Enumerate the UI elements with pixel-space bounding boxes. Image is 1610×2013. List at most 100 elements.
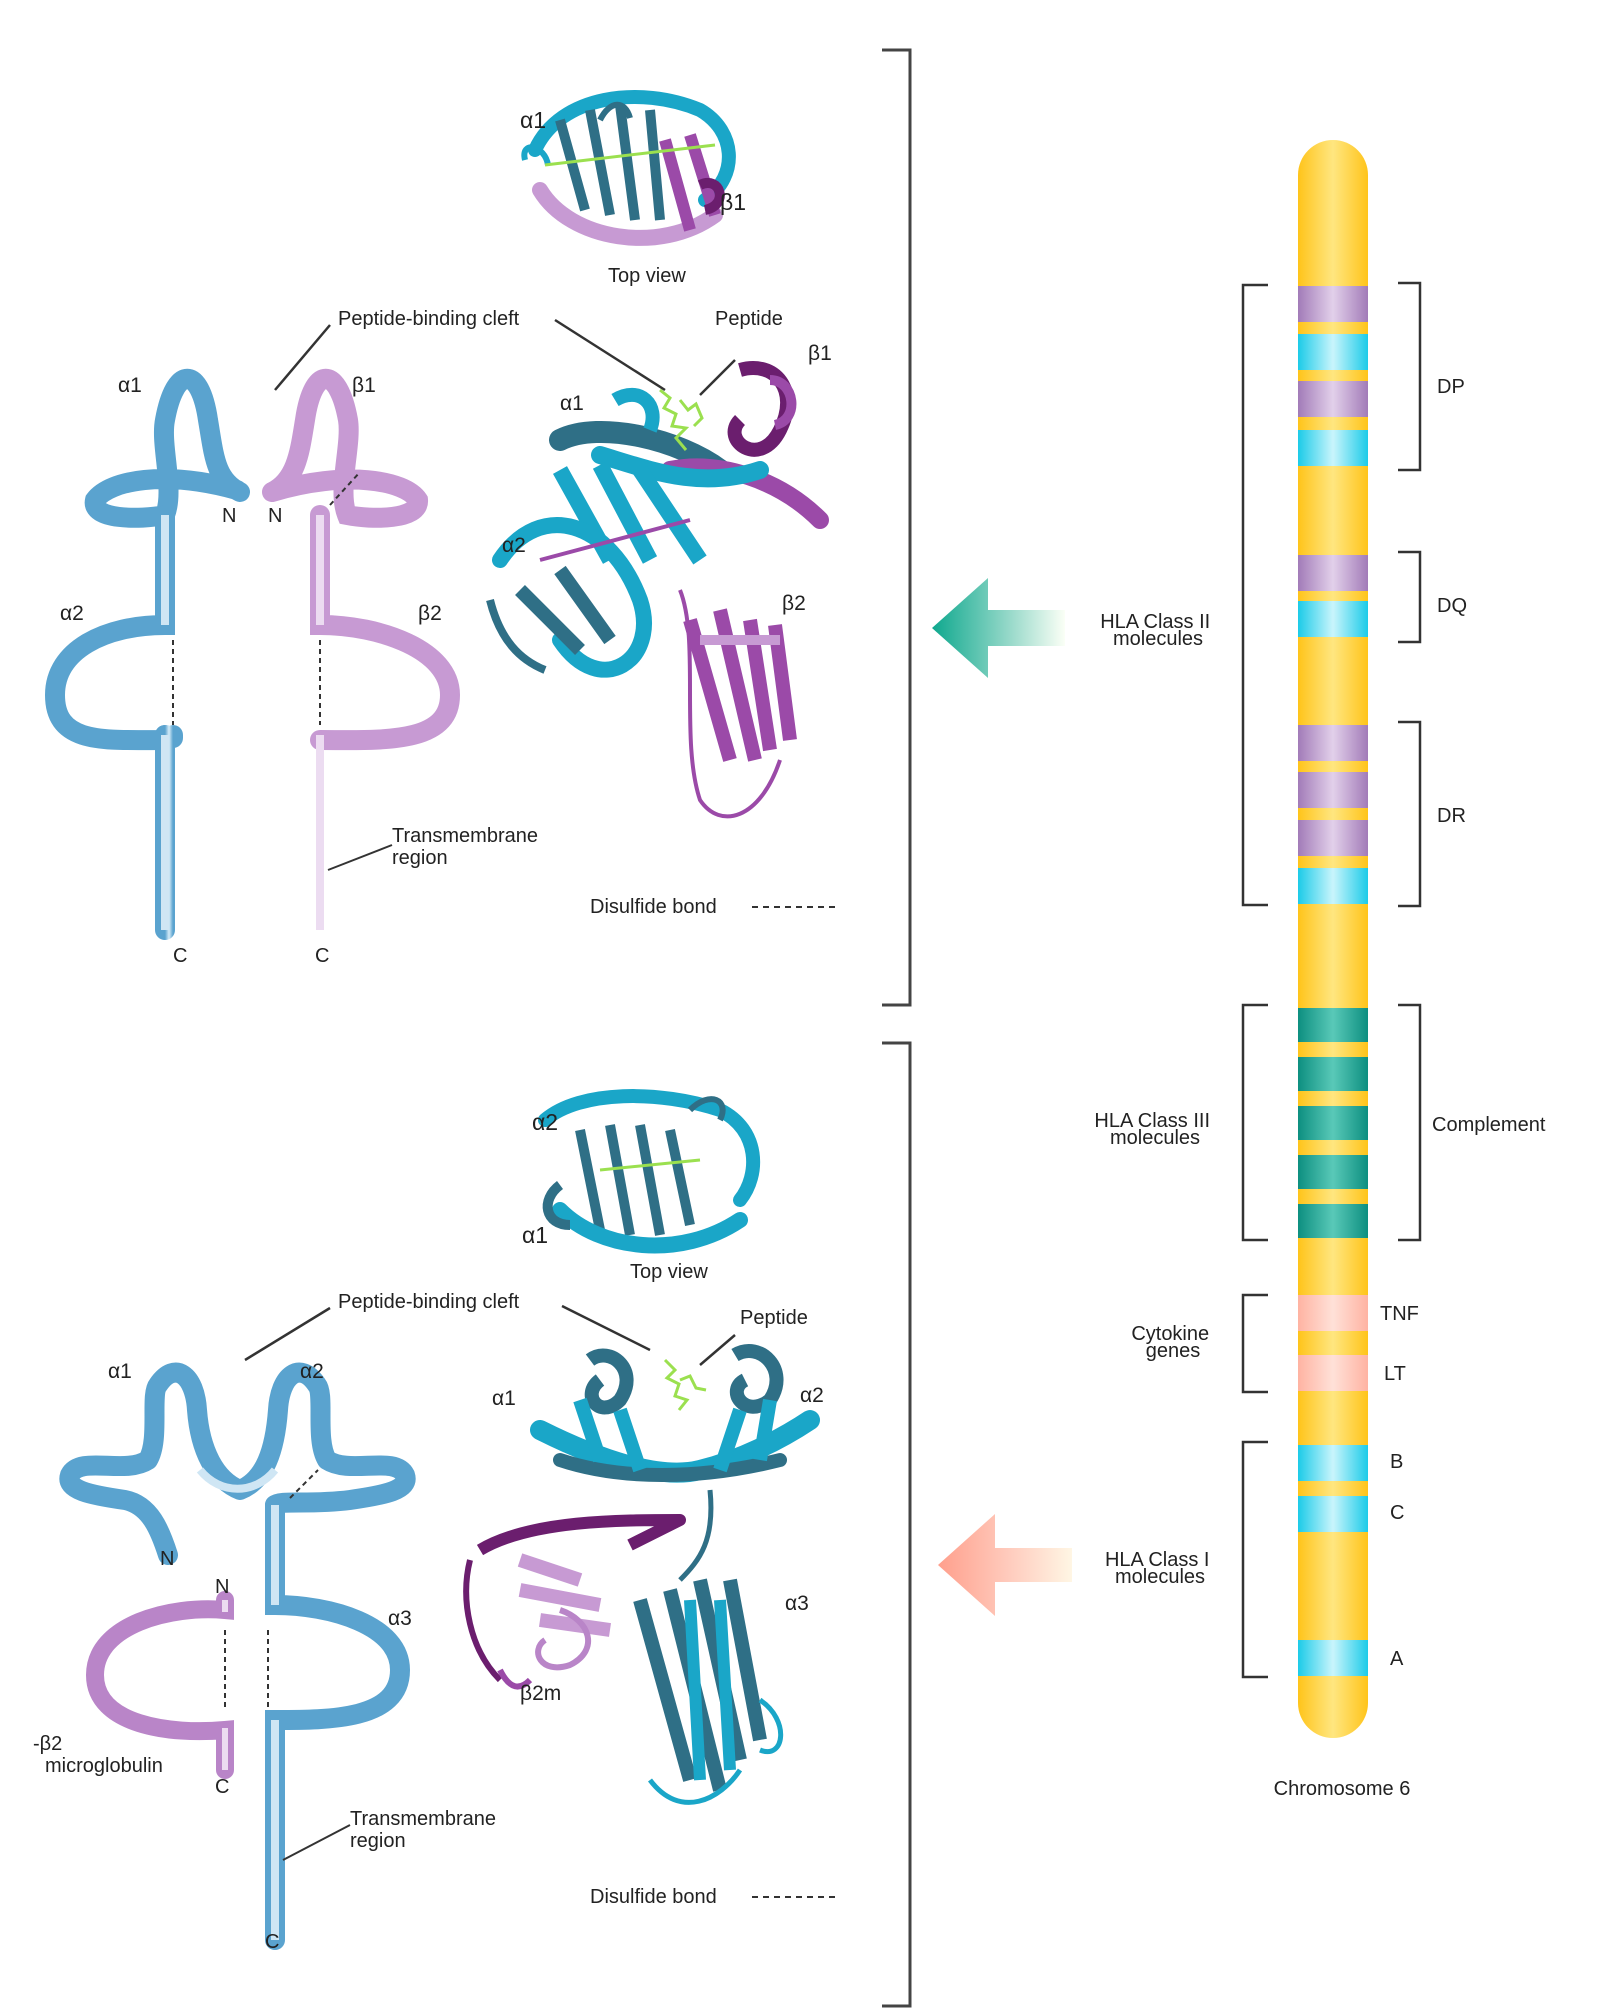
- class1-region-bracket: [1241, 1440, 1268, 1679]
- chromosome-6: [1298, 140, 1368, 1738]
- chromosome-caption: Chromosome 6: [1274, 1778, 1411, 1800]
- class2-beta-chain-schematic: [262, 369, 461, 940]
- class1-cleft-label: Peptide-binding cleft: [338, 1291, 520, 1313]
- class2-region-label: HLA Class II molecules: [1100, 611, 1216, 650]
- class1-disulfide-lines: [224, 1469, 319, 1710]
- band-dp-1: [1298, 286, 1368, 322]
- class3-region-bracket: [1241, 1003, 1268, 1242]
- band-b: [1298, 1445, 1368, 1481]
- band-dq-1: [1298, 555, 1368, 591]
- band-lt: [1298, 1355, 1368, 1391]
- class1-disulfide-legend-label: Disulfide bond: [590, 1886, 717, 1908]
- class2-ribbon-alpha1-label: α1: [560, 392, 584, 415]
- complement-bracket: [1398, 1003, 1422, 1242]
- class1-schematic-alpha2-label: α2: [300, 1360, 324, 1383]
- class2-cleft-label: Peptide-binding cleft: [338, 308, 520, 330]
- class1-schematic-alpha3-label: α3: [388, 1607, 412, 1630]
- class2-schematic-alpha1-label: α1: [118, 374, 142, 397]
- dq-bracket: [1398, 550, 1422, 644]
- class2-transmembrane-leader: [327, 844, 393, 871]
- class1-b2m-label: -β2 microglobulin: [33, 1733, 163, 1777]
- class1-top-view-structure: [538, 1089, 761, 1254]
- lt-label: LT: [1384, 1363, 1406, 1385]
- complement-label: Complement: [1432, 1114, 1546, 1136]
- class1-panel-bracket: [882, 1041, 912, 2008]
- band-dq-2: [1298, 601, 1368, 637]
- class1-ribbon-alpha1-label: α1: [492, 1387, 516, 1410]
- class2-leader-lines: [274, 318, 736, 396]
- c-locus-label: C: [1390, 1502, 1404, 1524]
- class2-topview-alpha1-label: α1: [520, 107, 546, 133]
- chromosome-brackets: [1241, 281, 1422, 1679]
- chromosome-body: [1298, 140, 1368, 1738]
- band-complement-1: [1298, 1008, 1368, 1042]
- class1-schematic-alpha1-label: α1: [108, 1360, 132, 1383]
- class2-topview-caption: Top view: [608, 265, 686, 287]
- band-c: [1298, 1496, 1368, 1532]
- class1-n-alpha-label: N: [160, 1548, 174, 1570]
- class2-schematic-beta1-label: β1: [352, 374, 376, 397]
- class2-schematic-beta2-label: β2: [418, 602, 442, 625]
- dr-bracket: [1398, 720, 1422, 908]
- dq-label: DQ: [1437, 595, 1467, 617]
- class1-ribbon-alpha3-label: α3: [785, 1592, 809, 1615]
- cytokine-region-label: Cytokine genes: [1131, 1323, 1214, 1362]
- cytokine-bracket: [1241, 1293, 1268, 1394]
- class2-panel-bracket: [882, 48, 912, 1007]
- class2-topview-beta1-label: β1: [720, 189, 746, 215]
- class1-topview-caption: Top view: [630, 1261, 708, 1283]
- class2-panel: α1 β1 Top view Peptide-binding cleft Pep…: [44, 90, 835, 967]
- dp-bracket: [1398, 281, 1422, 472]
- class2-top-view-structure: [521, 90, 736, 246]
- class2-ribbon-structure: [486, 361, 829, 819]
- tnf-label: TNF: [1380, 1303, 1419, 1325]
- class1-transmembrane-label: Transmembrane region: [350, 1808, 502, 1852]
- class1-c-b2m-label: C: [215, 1776, 229, 1798]
- band-complement-4: [1298, 1155, 1368, 1189]
- band-tnf: [1298, 1295, 1368, 1331]
- class1-ribbon-structure: [463, 1344, 820, 1805]
- dp-label: DP: [1437, 376, 1465, 398]
- class1-n-b2m-label: N: [215, 1576, 229, 1598]
- class2-disulfide-legend-label: Disulfide bond: [590, 896, 717, 918]
- band-dr-1: [1298, 725, 1368, 761]
- class1-b2m-schematic: [85, 1591, 234, 1779]
- class2-arrow: [932, 578, 1065, 678]
- class2-ribbon-beta2-label: β2: [782, 592, 806, 615]
- class1-transmembrane-leader: [282, 1824, 351, 1861]
- class2-ribbon-beta1-label: β1: [808, 342, 832, 365]
- band-dr-2: [1298, 772, 1368, 808]
- class2-ribbon-alpha2-label: α2: [502, 534, 526, 557]
- class1-c-alpha-label: C: [265, 1931, 279, 1953]
- class1-region-label: HLA Class I molecules: [1105, 1549, 1215, 1588]
- class2-n-beta-label: N: [268, 505, 282, 527]
- class1-panel: α2 α1 Top view Peptide-binding cleft Pep…: [33, 1089, 835, 1953]
- class1-peptide-label: Peptide: [740, 1307, 808, 1329]
- band-complement-2: [1298, 1057, 1368, 1091]
- class2-peptide-label: Peptide: [715, 308, 783, 330]
- band-dp-3: [1298, 381, 1368, 417]
- class2-disulfide-lines: [172, 471, 361, 725]
- band-dp-2: [1298, 334, 1368, 370]
- class3-region-label: HLA Class III molecules: [1094, 1110, 1215, 1149]
- class1-ribbon-b2m-label: β2m: [520, 1682, 561, 1705]
- class1-ribbon-alpha2-label: α2: [800, 1384, 824, 1407]
- band-a: [1298, 1640, 1368, 1676]
- dr-label: DR: [1437, 805, 1466, 827]
- band-complement-5: [1298, 1204, 1368, 1238]
- class2-n-alpha-label: N: [222, 505, 236, 527]
- class2-c-beta-label: C: [315, 945, 329, 967]
- class1-alpha-chain-schematic: [59, 1362, 416, 1950]
- class1-topview-alpha1-label: α1: [522, 1222, 548, 1248]
- band-dr-3: [1298, 820, 1368, 856]
- class1-leader-lines: [244, 1304, 736, 1366]
- class2-c-alpha-label: C: [173, 945, 187, 967]
- class1-arrow: [938, 1514, 1072, 1616]
- class2-region-bracket: [1241, 283, 1268, 907]
- band-dp-4: [1298, 430, 1368, 466]
- band-complement-3: [1298, 1106, 1368, 1140]
- class2-schematic-alpha2-label: α2: [60, 602, 84, 625]
- band-dr-4: [1298, 868, 1368, 904]
